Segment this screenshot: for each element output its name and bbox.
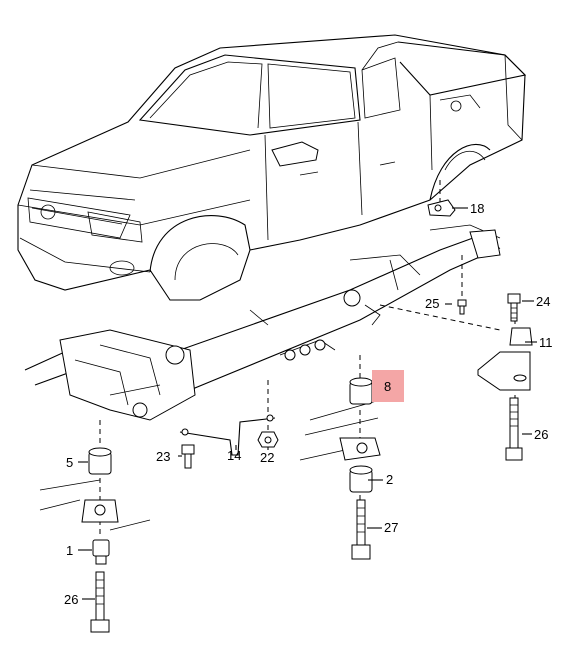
chassis-frame — [24, 224, 501, 531]
part-8-rubber-mount[interactable] — [349, 377, 373, 405]
callout-2[interactable]: 2 — [386, 472, 393, 487]
callout-24[interactable]: 24 — [536, 294, 550, 309]
callout-14[interactable]: 14 — [227, 448, 241, 463]
callout-labels: 18 25 24 11 8 26 5 23 14 22 2 27 1 26 — [64, 201, 553, 607]
part-18-bracket[interactable] — [427, 199, 456, 217]
part-23-bolt[interactable] — [181, 444, 195, 469]
callout-22[interactable]: 22 — [260, 450, 274, 465]
callout-27[interactable]: 27 — [384, 520, 398, 535]
part-26-right-bolt[interactable] — [505, 397, 523, 461]
part-24-bolt[interactable] — [507, 293, 521, 322]
callout-23[interactable]: 23 — [156, 449, 170, 464]
callout-26-right[interactable]: 26 — [534, 427, 548, 442]
part-1-rubber-mount[interactable] — [92, 539, 110, 565]
callout-leaders — [78, 207, 537, 600]
part-5-rubber-mount[interactable] — [81, 447, 119, 523]
callout-25[interactable]: 25 — [425, 296, 439, 311]
part-11-bushing-bracket[interactable] — [477, 327, 533, 391]
part-25-bolt[interactable] — [457, 299, 467, 315]
pickup-truck-illustration — [17, 34, 527, 301]
callout-8[interactable]: 8 — [384, 379, 391, 394]
callout-11[interactable]: 11 — [539, 335, 553, 350]
callout-1[interactable]: 1 — [66, 543, 73, 558]
part-14-bracket[interactable] — [179, 414, 276, 456]
highlight-box-part-8 — [372, 370, 404, 402]
part-26-left-bolt[interactable] — [90, 571, 110, 633]
part-22-nut[interactable] — [257, 431, 279, 448]
part-27-bolt[interactable] — [351, 499, 371, 560]
callout-18[interactable]: 18 — [470, 201, 484, 216]
callout-26-left[interactable]: 26 — [64, 592, 78, 607]
part-2-rubber-mount[interactable] — [339, 437, 381, 493]
callout-5[interactable]: 5 — [66, 455, 73, 470]
